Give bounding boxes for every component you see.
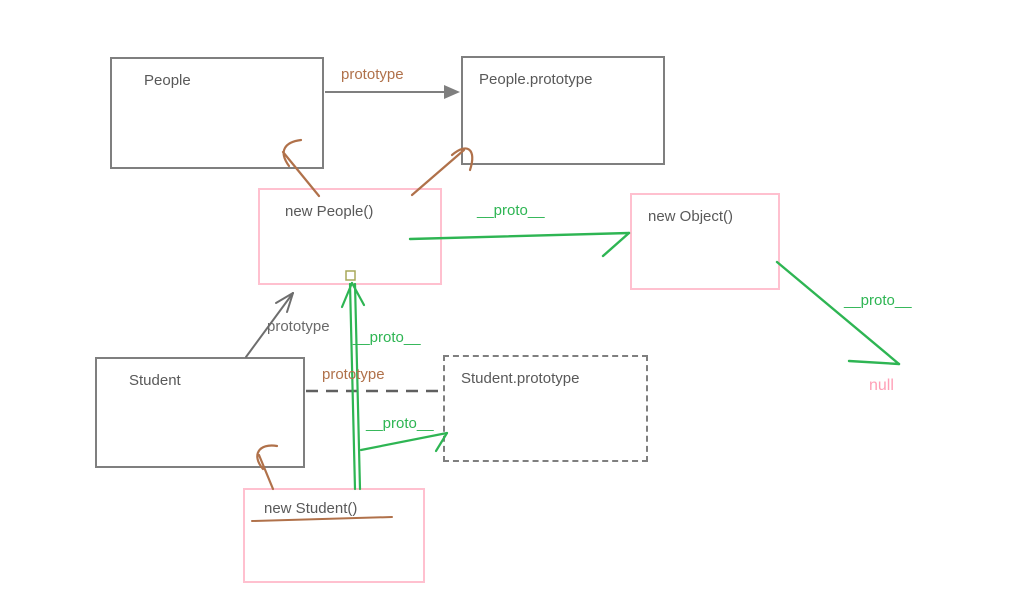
label-proto-mid[interactable]: __proto__ [353,329,421,346]
box-new-student-label: new Student() [264,500,358,517]
arrow-proto-to-student-prototype[interactable] [359,431,449,453]
label-prototype-student-brown[interactable]: prototype [322,366,385,383]
arrow-new-student-proto-to-new-people[interactable] [340,281,366,491]
arrow-new-people-proto-to-new-object[interactable] [408,231,631,258]
label-prototype-student[interactable]: prototype [267,318,330,335]
box-new-student[interactable]: new Student() [243,488,425,583]
box-student-prototype[interactable]: Student.prototype [443,355,648,462]
box-new-people-label: new People() [285,203,374,220]
label-proto-new-object[interactable]: __proto__ [844,292,912,309]
label-proto-new-people[interactable]: __proto__ [477,202,545,219]
box-people-prototype-label: People.prototype [479,71,593,88]
box-people-label: People [144,72,191,89]
box-new-object[interactable]: new Object() [630,193,780,290]
box-new-people[interactable]: new People() [258,188,442,285]
box-people-prototype[interactable]: People.prototype [461,56,665,165]
box-student-prototype-label: Student.prototype [461,370,580,387]
box-student[interactable]: Student [95,357,305,468]
arrow-people-to-people-prototype[interactable] [325,85,460,99]
label-null[interactable]: null [869,377,894,394]
box-student-label: Student [129,372,181,389]
box-new-object-label: new Object() [648,208,734,225]
label-proto-new-student[interactable]: __proto__ [366,415,434,432]
label-prototype-people[interactable]: prototype [341,66,404,83]
box-people[interactable]: People [110,57,324,169]
arrow-new-object-proto-to-null[interactable] [775,260,901,366]
